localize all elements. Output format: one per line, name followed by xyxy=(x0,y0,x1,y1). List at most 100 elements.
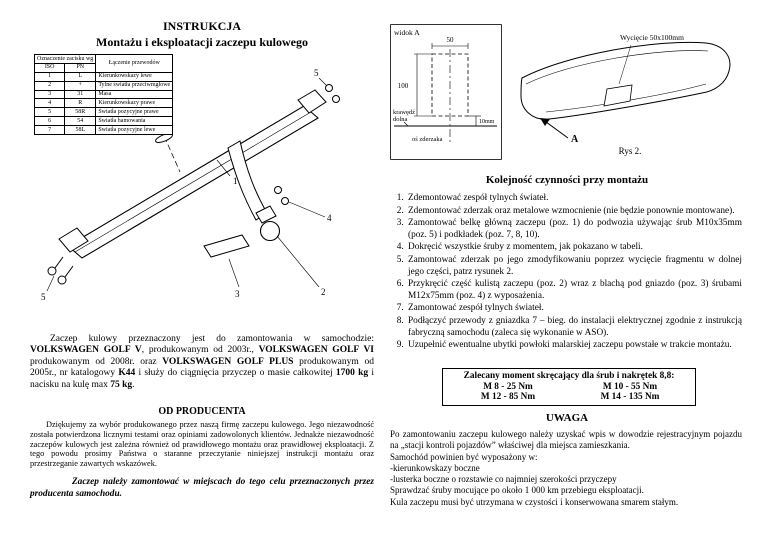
torque-table-box: Zalecany moment skręcający dla śrub i na… xyxy=(442,368,696,406)
cell-desc: Kierunkowskazy prawe xyxy=(95,98,174,109)
torque-cell: M 10 - 55 Nm xyxy=(602,382,658,392)
cell-desc: Światła pozycyjne lewe xyxy=(95,125,174,136)
table-row: 3 31 Masa xyxy=(33,89,174,100)
torque-cell: M 8 - 25 Nm xyxy=(483,382,533,392)
max-trailer-mass: 1700 kg xyxy=(335,368,369,379)
cell-pn: 31 xyxy=(64,89,97,100)
m12-bolts xyxy=(274,186,289,205)
table-row: 7 58L Światła pozycyjne lewe xyxy=(33,125,174,136)
vehicle-name: VOLKSWAGEN GOLF VI xyxy=(258,345,374,356)
edge-label-line1: krawędź xyxy=(393,109,415,116)
note-heading: UWAGA xyxy=(545,412,589,424)
step-item: Przykręcić część kulistą zaczepu (poz. 2… xyxy=(406,279,742,302)
bumper-cutout xyxy=(603,84,633,107)
intro-seg: . xyxy=(132,379,135,390)
step-item: Zamontować zespół tylnych świateł. xyxy=(406,303,742,315)
wiring-pin-table: Oznaczenie zacisku wg Łączenie przewodów… xyxy=(33,54,174,136)
cell-iso: 6 xyxy=(33,116,66,127)
intro-paragraph: Zaczep kulowy przeznaczony jest do zamon… xyxy=(30,334,374,391)
part-label-5-bottom: 5 xyxy=(41,292,46,302)
cutout-leader-line xyxy=(618,44,632,85)
document-title: INSTRUKCJA Montażu i eksploatacji zaczep… xyxy=(28,18,376,50)
right-mount-bracket xyxy=(297,84,340,114)
cell-iso: 7 xyxy=(33,125,66,136)
cell-iso: 5 xyxy=(33,107,66,118)
towbar-exploded-drawing: 1 2 3 4 5 5 xyxy=(28,50,376,316)
cell-desc: Tylne światła przeciwmgłowe xyxy=(95,80,174,91)
note-line: -kierunkowskazy boczne xyxy=(390,462,480,473)
producer-heading: OD PRODUCENTA xyxy=(158,406,246,417)
cell-desc: Światła hamowania xyxy=(95,116,174,127)
cell-desc: Kierunkowskazy lewe xyxy=(95,71,174,82)
height-dimension xyxy=(414,53,432,117)
view-direction-arrow xyxy=(540,118,569,139)
offset-dimension xyxy=(468,115,481,126)
cell-desc: Światła pozycyjne prawe xyxy=(95,107,174,118)
tow-ball xyxy=(259,220,281,242)
cell-pn: 58L xyxy=(64,125,97,136)
cell-pn: + xyxy=(64,80,97,91)
part-label-1: 1 xyxy=(233,176,238,186)
table-row: 6 54 Światła hamowania xyxy=(33,116,174,127)
leader-lines xyxy=(46,77,328,292)
assembly-steps-list: Zdemontować zespół tylnych świateł. Zdem… xyxy=(406,193,742,353)
cell-iso: 2 xyxy=(33,80,66,91)
table-row: 1 L Kierunkowskazy lewe xyxy=(33,71,174,82)
pin-table-header-group: Oznaczenie zacisku wg xyxy=(33,54,97,64)
width-dim-label: 50 xyxy=(447,36,455,44)
vehicle-name: VOLKSWAGEN GOLF V xyxy=(30,345,142,356)
column-right: widok A 50 100 xyxy=(390,16,744,538)
note-line: Kula zaczepu musi być utrzymana w czysto… xyxy=(390,496,679,507)
figure-caption: Rys 2. xyxy=(618,146,642,156)
note-line: Samochód powinien być wyposażony w: xyxy=(390,451,538,462)
view-a-figure: widok A 50 100 xyxy=(390,24,502,160)
table-row: 2 + Tylne światła przeciwmgłowe xyxy=(33,80,174,91)
view-direction-label: A xyxy=(571,134,579,144)
part-label-4: 4 xyxy=(327,213,332,223)
part-label-3: 3 xyxy=(235,289,240,299)
main-beam xyxy=(67,105,319,259)
column-left: INSTRUKCJA Montażu i eksploatacji zaczep… xyxy=(28,16,376,538)
edge-label-line2: dolna xyxy=(393,116,408,123)
cell-pn: 54 xyxy=(64,116,97,127)
torque-title: Zalecany moment skręcający dla śrub i na… xyxy=(463,371,675,381)
torque-values-grid: M 8 - 25 Nm M 10 - 55 Nm M 12 - 85 Nm M … xyxy=(447,382,691,402)
pin-table-col-iso: ISO xyxy=(33,62,66,73)
cell-pn: L xyxy=(64,71,97,82)
bumper-figure: Wycięcie 50x100mm A Rys 2. xyxy=(516,26,744,160)
note-line: Sprawdzać śruby mocujące po około 1 000 … xyxy=(390,485,644,496)
title-line-1: INSTRUKCJA xyxy=(162,19,241,33)
edge-leader-line xyxy=(403,121,409,127)
step-item: Podłączyć przewody z gniazdka 7 – bieg. … xyxy=(406,316,742,339)
producer-note-italic: Zaczep należy zamontować w miejscach do … xyxy=(30,477,374,499)
height-dim-label: 100 xyxy=(398,82,409,90)
step-item: Zamontować zderzak po jego zmodyfikowani… xyxy=(406,255,742,278)
cell-pn: 58R xyxy=(64,107,97,118)
cell-iso: 3 xyxy=(33,89,66,100)
bumper-svg: Wycięcie 50x100mm A xyxy=(520,33,731,144)
steps-heading: Kolejność czynności przy montażu xyxy=(485,174,649,186)
bumper-body xyxy=(520,41,731,120)
intro-seg: i służy do ciągnięcia przyczep o masie c… xyxy=(135,368,336,379)
view-a-frame xyxy=(390,24,502,160)
cell-iso: 4 xyxy=(33,98,66,109)
cutout-outline xyxy=(431,53,469,117)
table-row: 5 58R Światła pozycyjne prawe xyxy=(33,107,174,118)
step-item: Zdemontować zderzak oraz metalowe wzmocn… xyxy=(406,206,742,218)
vehicle-name: VOLKSWAGEN GOLF PLUS xyxy=(162,356,294,367)
intro-seg: , produkowanym od 2003r., xyxy=(141,345,259,356)
socket-plate xyxy=(203,234,250,258)
ball-hitch-arm xyxy=(227,140,281,242)
note-paragraph: Po zamontowaniu zaczepu kulowego należy … xyxy=(390,429,742,508)
step-item: Uzupełnić ewentualne ubytki powłoki mala… xyxy=(406,340,742,352)
producer-paragraph: Dziękujemy za wybór produkowanego przez … xyxy=(30,420,374,469)
note-line: -lusterka boczne o rozstawie co najmniej… xyxy=(390,474,617,484)
torque-cell: M 12 - 85 Nm xyxy=(480,392,536,402)
pin-table-col-pn: PN xyxy=(64,62,97,73)
cell-pn: R xyxy=(64,98,97,109)
cell-desc: Masa xyxy=(95,89,174,100)
cutout-label: Wycięcie 50x100mm xyxy=(620,33,684,42)
view-a-svg: widok A 50 100 xyxy=(390,24,502,160)
part-label-2: 2 xyxy=(321,287,326,297)
